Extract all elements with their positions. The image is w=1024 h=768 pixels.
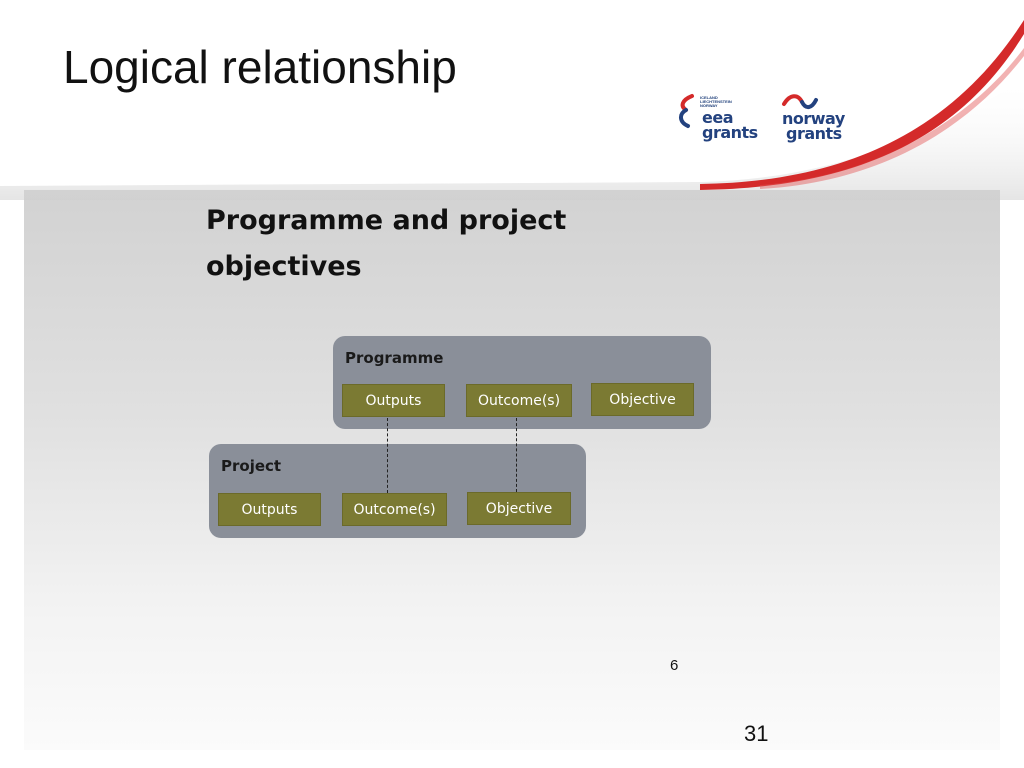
eea-fine-print-line: ICELAND [700,95,718,100]
header-swoosh [0,0,1024,200]
footnote-number: 6 [670,657,679,674]
programme-objective-box: Objective [591,383,694,416]
project-label: Project [221,457,282,475]
eea-fine-print: ICELAND LIECHTENSTEIN NORWAY [700,96,752,108]
norway-swirl-icon [782,94,818,109]
programme-label: Programme [345,349,444,367]
programme-outcomes-box: Outcome(s) [466,384,572,417]
project-objective-box: Objective [467,492,571,525]
slide-title: Logical relationship [63,41,457,93]
outcome-connector-line [387,418,388,493]
project-outputs-box: Outputs [218,493,321,526]
programme-outputs-box: Outputs [342,384,445,417]
logo-group: ICELAND LIECHTENSTEIN NORWAY eea grants … [676,92,866,148]
eea-grants-logo: ICELAND LIECHTENSTEIN NORWAY eea grants [676,92,758,148]
norway-word: norway [782,109,845,128]
slide-number: 31 [744,721,769,746]
eea-grants-word: grants [702,123,758,142]
eea-fine-print-line: LIECHTENSTEIN [700,99,732,104]
eea-swirl-icon [679,94,694,128]
project-outcomes-box: Outcome(s) [342,493,447,526]
eea-word: eea [702,108,734,127]
objective-connector-line [516,418,517,492]
eea-fine-print-line: NORWAY [700,103,718,108]
norway-grants-logo: norway grants [776,92,862,148]
norway-grants-word: grants [786,124,842,143]
section-heading: Programme and project objectives [206,205,567,282]
